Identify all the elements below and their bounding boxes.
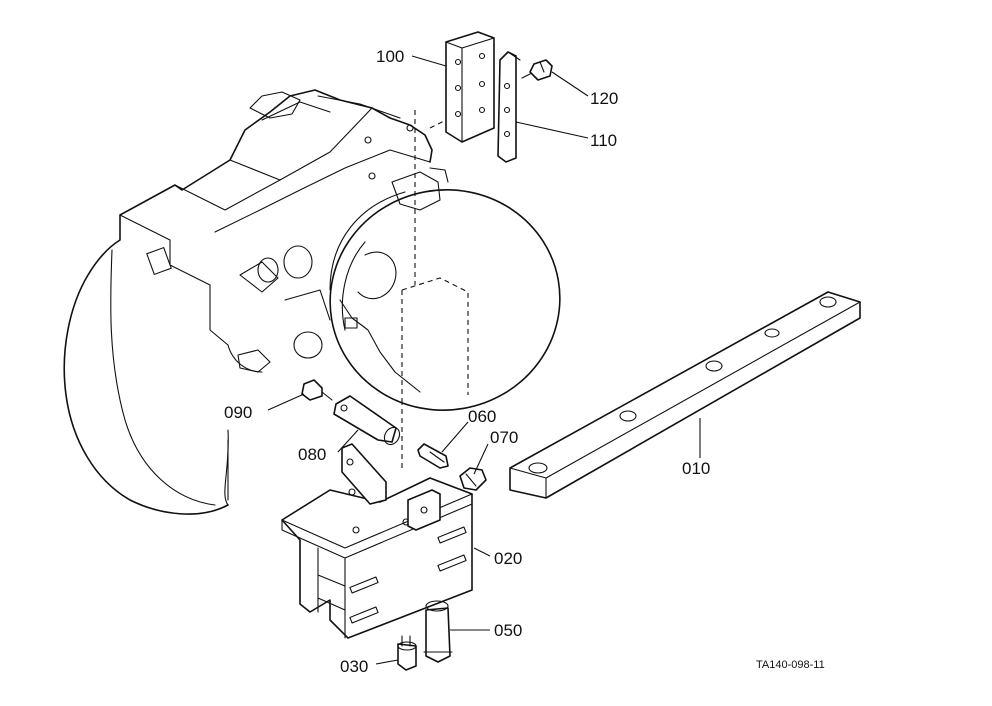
callout-030: 030: [340, 657, 368, 676]
callout-120: 120: [590, 89, 618, 108]
part-070-nut: [459, 467, 487, 491]
part-060-clip: [417, 443, 449, 469]
callout-080: 080: [298, 445, 326, 464]
part-050-pin: [423, 600, 453, 663]
callout-070: 070: [490, 428, 518, 447]
callout-110: 110: [590, 131, 617, 150]
callout-010: 010: [682, 459, 710, 478]
callout-090: 090: [224, 403, 252, 422]
part-120-bolt: [521, 59, 553, 81]
callout-100: 100: [376, 47, 404, 66]
part-110-strap-plate: [497, 51, 521, 163]
engine-transmission-housing: [63, 89, 561, 515]
part-020-hitch-frame: [281, 443, 473, 639]
drawing-reference-code: TA140-098-11: [756, 659, 825, 671]
part-030-bolt: [397, 635, 417, 671]
part-010-drawbar: [509, 291, 861, 499]
callout-020: 020: [494, 549, 522, 568]
part-080-pin: [333, 395, 401, 446]
callout-060: 060: [468, 407, 496, 426]
callout-050: 050: [494, 621, 522, 640]
callout-leader-lines: [267, 55, 701, 665]
part-100-bracket: [445, 31, 495, 143]
part-090-bolt: [301, 379, 333, 401]
